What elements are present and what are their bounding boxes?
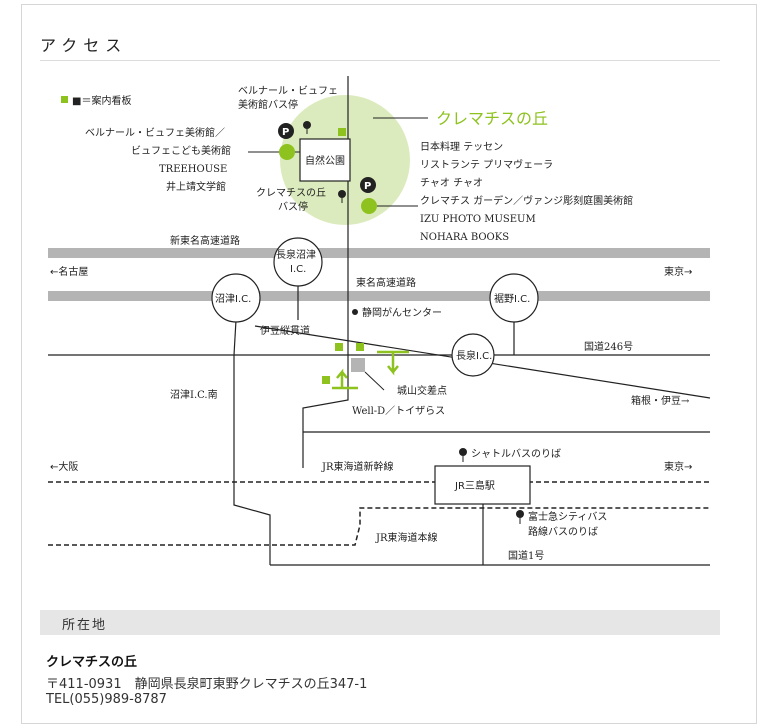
legend-swatch <box>61 96 68 103</box>
phone-number: TEL(055)989-8787 <box>46 692 167 707</box>
svg-text:東京→: 東京→ <box>664 460 692 473</box>
bus-stop-icon <box>516 510 524 518</box>
svg-text:静岡がんセンター: 静岡がんセンター <box>362 306 442 319</box>
nagaizumi-numazu-ic <box>273 237 323 287</box>
svg-text:沼津I.C.南: 沼津I.C.南 <box>170 388 218 401</box>
svg-text:←名古屋: ←名古屋 <box>50 265 88 278</box>
parking-icon <box>278 123 294 139</box>
direction-arrow-icon <box>387 352 399 376</box>
svg-text:東京→: 東京→ <box>664 265 692 278</box>
svg-text:伊豆縦貫道: 伊豆縦貫道 <box>260 324 310 337</box>
svg-text:路線バスのりば: 路線バスのりば <box>528 525 598 538</box>
tomei-road <box>48 291 710 301</box>
svg-text:長泉沼津: 長泉沼津 <box>276 248 316 261</box>
clematis-hill-label: クレマチスの丘 <box>436 109 548 128</box>
postal-address: 〒411-0931 静岡県長泉町東野クレマチスの丘347-1 <box>46 677 368 692</box>
svg-text:井上靖文学館: 井上靖文学館 <box>166 180 226 193</box>
numazu-ic <box>211 273 261 323</box>
svg-text:自然公園: 自然公園 <box>305 154 345 167</box>
svg-text:Well-D／トイザらス: Well-D／トイザらス <box>352 405 445 417</box>
svg-text:富士急シティバス: 富士急シティバス <box>528 510 607 523</box>
svg-text:シャトルバスのりば: シャトルバスのりば <box>471 448 561 460</box>
direction-arrow-icon <box>336 368 348 388</box>
svg-text:ビュフェこども美術館: ビュフェこども美術館 <box>131 144 231 157</box>
svg-text:P: P <box>282 127 289 138</box>
mishima-station-box <box>434 465 531 505</box>
svg-text:国道1号: 国道1号 <box>508 549 544 562</box>
main-rail-line <box>48 507 710 546</box>
mishima-station-label: JR三島駅 <box>454 479 495 492</box>
signboard-marker <box>338 128 346 136</box>
shiroyama-crossing-marker <box>351 358 365 372</box>
svg-text:リストランテ プリマヴェーラ: リストランテ プリマヴェーラ <box>420 158 553 171</box>
svg-text:東名高速道路: 東名高速道路 <box>356 276 416 289</box>
cancer-center-marker <box>352 309 358 315</box>
bus-stop-icon <box>338 190 346 198</box>
signboard-marker <box>335 343 343 351</box>
garden-marker <box>361 198 377 214</box>
venue-name: クレマチスの丘 <box>46 655 138 670</box>
page-heading: アクセス <box>40 36 128 55</box>
svg-text:ベルナール・ビュフェ: ベルナール・ビュフェ <box>238 85 338 97</box>
svg-text:城山交差点: 城山交差点 <box>397 384 447 397</box>
svg-text:クレマチスの丘: クレマチスの丘 <box>256 187 326 199</box>
svg-text:ベルナール・ビュフェ美術館／: ベルナール・ビュフェ美術館／ <box>85 126 225 139</box>
road-to-station <box>302 398 349 468</box>
svg-text:新東名高速道路: 新東名高速道路 <box>170 234 240 247</box>
bus-stop-icon <box>459 448 467 456</box>
svg-text:JR東海道新幹線: JR東海道新幹線 <box>321 460 394 473</box>
location-heading-bar <box>40 610 720 635</box>
heading-divider <box>40 60 720 61</box>
svg-text:IZU PHOTO MUSEUM: IZU PHOTO MUSEUM <box>420 214 536 225</box>
svg-text:長泉I.C.: 長泉I.C. <box>456 349 492 362</box>
svg-text:日本料理 テッセン: 日本料理 テッセン <box>420 140 503 153</box>
access-map: ■＝案内看板 JR三島駅 長泉沼津 I.C. 沼津I.C. 裾野I.C. 長泉I… <box>48 76 711 566</box>
signboard-marker <box>322 376 330 384</box>
svg-text:美術館バス停: 美術館バス停 <box>238 98 298 111</box>
susono-ic <box>489 273 539 323</box>
nature-park-box <box>299 138 351 182</box>
parking-icon <box>360 177 376 193</box>
svg-text:沼津I.C.: 沼津I.C. <box>215 292 251 305</box>
svg-text:I.C.: I.C. <box>290 264 306 275</box>
svg-text:NOHARA BOOKS: NOHARA BOOKS <box>420 232 509 243</box>
svg-text:チャオ チャオ: チャオ チャオ <box>420 177 483 189</box>
svg-text:クレマチス ガーデン／ヴァンジ彫刻庭園美術館: クレマチス ガーデン／ヴァンジ彫刻庭園美術館 <box>420 194 633 207</box>
bus-stop-icon <box>303 121 311 129</box>
legend-label: ■＝案内看板 <box>72 94 131 107</box>
svg-text:P: P <box>364 181 371 192</box>
svg-text:バス停: バス停 <box>278 200 308 213</box>
shin-tomei-road <box>48 248 710 258</box>
road-west <box>233 355 271 565</box>
signboard-marker <box>356 343 364 351</box>
svg-text:国道246号: 国道246号 <box>584 340 633 353</box>
nagaizumi-ic <box>451 333 495 377</box>
svg-text:裾野I.C.: 裾野I.C. <box>494 292 530 305</box>
svg-text:←大阪: ←大阪 <box>50 460 78 473</box>
buffet-museum-marker <box>279 144 295 160</box>
svg-text:TREEHOUSE: TREEHOUSE <box>159 164 227 175</box>
svg-text:JR東海道本線: JR東海道本線 <box>375 531 438 544</box>
svg-text:箱根・伊豆→: 箱根・伊豆→ <box>631 394 690 407</box>
location-heading: 所在地 <box>62 618 108 633</box>
